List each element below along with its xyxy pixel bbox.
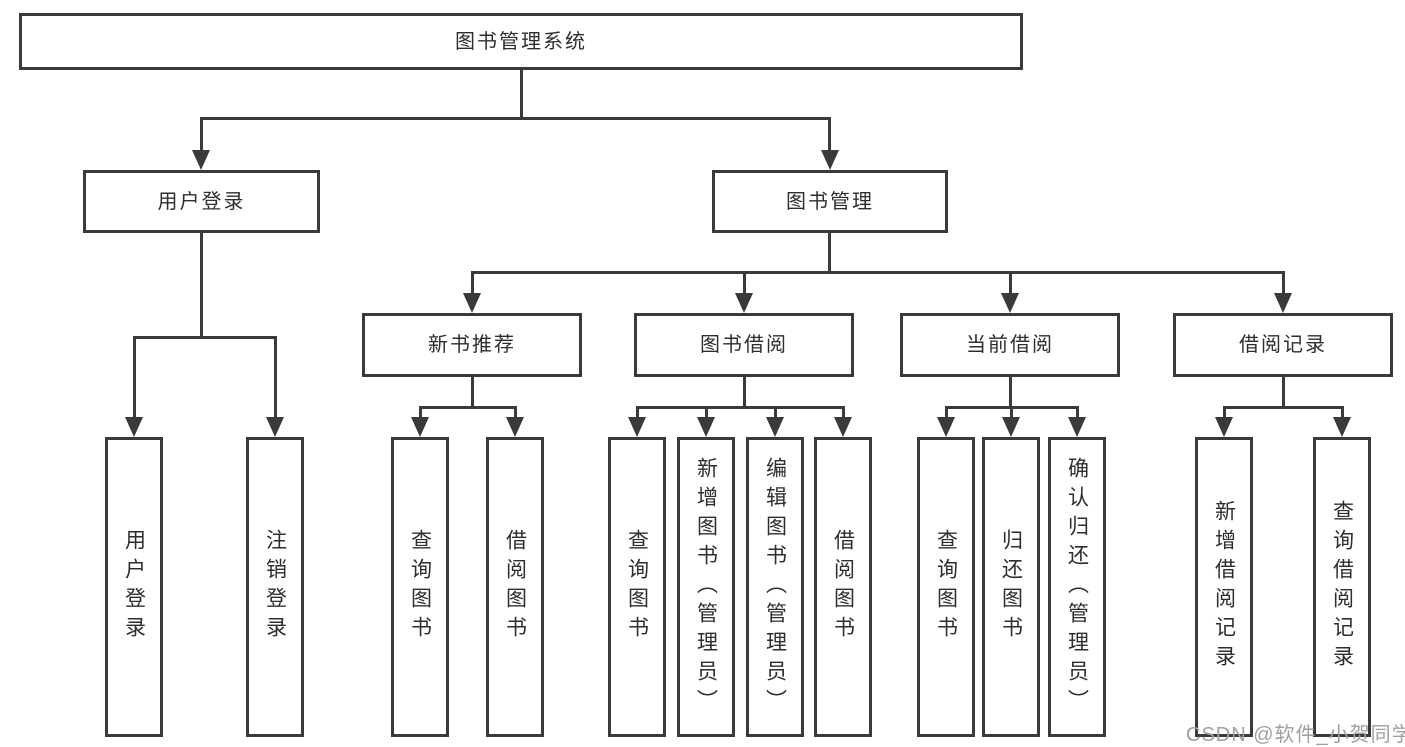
node-label: 当前借阅 bbox=[966, 334, 1054, 356]
leaf-label: 确认归还（管理员） bbox=[1065, 456, 1089, 718]
leaf-edit-books-admin: 编辑图书（管理员） bbox=[746, 437, 804, 737]
leaf-label: 借阅图书 bbox=[503, 529, 527, 645]
leaf-logout: 注销登录 bbox=[246, 437, 304, 737]
connector-line bbox=[1282, 377, 1285, 408]
connector-line bbox=[945, 406, 948, 420]
leaf-query-books-recommend: 查询图书 bbox=[391, 437, 449, 737]
connector-line bbox=[1223, 406, 1344, 409]
node-book-management: 图书管理 bbox=[712, 170, 948, 233]
connector-line bbox=[200, 117, 203, 152]
leaf-return-books: 归还图书 bbox=[982, 437, 1040, 737]
node-label: 借阅记录 bbox=[1239, 334, 1327, 356]
leaf-label: 编辑图书（管理员） bbox=[763, 456, 787, 718]
node-current-borrowing: 当前借阅 bbox=[900, 313, 1120, 377]
leaf-label: 查询图书 bbox=[408, 529, 432, 645]
arrowhead-down-icon bbox=[766, 417, 784, 437]
leaf-add-borrow-record: 新增借阅记录 bbox=[1195, 437, 1253, 737]
node-user-login: 用户登录 bbox=[83, 170, 320, 233]
connector-line bbox=[471, 271, 1285, 274]
connector-line bbox=[636, 406, 845, 409]
connector-line bbox=[133, 336, 277, 339]
arrowhead-down-icon bbox=[821, 150, 839, 170]
node-label: 图书管理系统 bbox=[455, 30, 587, 53]
leaf-label: 新增借阅记录 bbox=[1212, 500, 1236, 674]
arrowhead-down-icon bbox=[506, 417, 524, 437]
arrowhead-down-icon bbox=[697, 417, 715, 437]
connector-line bbox=[274, 336, 277, 418]
connector-line bbox=[520, 70, 523, 118]
connector-line bbox=[1282, 271, 1285, 297]
connector-line bbox=[828, 117, 831, 152]
connector-line bbox=[471, 271, 474, 297]
leaf-user-login: 用户登录 bbox=[105, 437, 163, 737]
node-borrowing-records: 借阅记录 bbox=[1173, 313, 1393, 377]
connector-line bbox=[636, 406, 639, 420]
leaf-borrow-books: 借阅图书 bbox=[814, 437, 872, 737]
leaf-label: 用户登录 bbox=[122, 529, 146, 645]
arrowhead-down-icon bbox=[1333, 417, 1351, 437]
leaf-confirm-return-admin: 确认归还（管理员） bbox=[1048, 437, 1106, 737]
connector-line bbox=[419, 406, 517, 409]
node-library-management-system: 图书管理系统 bbox=[19, 13, 1023, 70]
connector-line bbox=[774, 406, 777, 420]
arrowhead-down-icon bbox=[834, 417, 852, 437]
node-new-book-recommendation: 新书推荐 bbox=[362, 313, 582, 377]
connector-line bbox=[743, 271, 746, 297]
arrowhead-down-icon bbox=[125, 417, 143, 437]
arrowhead-down-icon bbox=[937, 417, 955, 437]
node-book-borrowing: 图书借阅 bbox=[634, 313, 854, 377]
leaf-query-books-current: 查询图书 bbox=[917, 437, 975, 737]
arrowhead-down-icon bbox=[1001, 293, 1019, 313]
arrowhead-down-icon bbox=[411, 417, 429, 437]
connector-line bbox=[1076, 406, 1079, 420]
leaf-label: 查询图书 bbox=[934, 529, 958, 645]
connector-line bbox=[705, 406, 708, 420]
connector-line bbox=[200, 233, 203, 338]
leaf-label: 归还图书 bbox=[999, 529, 1023, 645]
connector-line bbox=[514, 406, 517, 420]
connector-line bbox=[1009, 377, 1012, 408]
leaf-query-borrow-record: 查询借阅记录 bbox=[1313, 437, 1371, 737]
leaf-label: 查询借阅记录 bbox=[1330, 500, 1354, 674]
leaf-label: 查询图书 bbox=[625, 529, 649, 645]
arrowhead-down-icon bbox=[1068, 417, 1086, 437]
connector-line bbox=[471, 377, 474, 408]
connector-line bbox=[1341, 406, 1344, 420]
watermark: CSDN @软件_小贺同学 bbox=[1186, 724, 1405, 746]
arrowhead-down-icon bbox=[1215, 417, 1233, 437]
leaf-borrow-books-recommend: 借阅图书 bbox=[486, 437, 544, 737]
connector-line bbox=[133, 336, 136, 418]
connector-line bbox=[419, 406, 422, 420]
connector-line bbox=[1010, 406, 1013, 420]
connector-line bbox=[828, 233, 831, 273]
arrowhead-down-icon bbox=[1002, 417, 1020, 437]
connector-line bbox=[1009, 271, 1012, 297]
leaf-label: 注销登录 bbox=[263, 529, 287, 645]
leaf-query-books-borrowing: 查询图书 bbox=[608, 437, 666, 737]
arrowhead-down-icon bbox=[1274, 293, 1292, 313]
connector-line bbox=[1223, 406, 1226, 420]
arrowhead-down-icon bbox=[735, 293, 753, 313]
node-label: 用户登录 bbox=[157, 190, 246, 213]
arrowhead-down-icon bbox=[192, 150, 210, 170]
connector-line bbox=[200, 117, 831, 120]
arrowhead-down-icon bbox=[628, 417, 646, 437]
connector-line bbox=[743, 377, 746, 408]
node-label: 图书管理 bbox=[786, 190, 874, 213]
node-label: 图书借阅 bbox=[700, 334, 788, 356]
node-label: 新书推荐 bbox=[428, 334, 516, 356]
leaf-label: 借阅图书 bbox=[831, 529, 855, 645]
leaf-add-books-admin: 新增图书（管理员） bbox=[677, 437, 735, 737]
leaf-label: 新增图书（管理员） bbox=[694, 456, 718, 718]
arrowhead-down-icon bbox=[266, 417, 284, 437]
connector-line bbox=[842, 406, 845, 420]
arrowhead-down-icon bbox=[463, 293, 481, 313]
